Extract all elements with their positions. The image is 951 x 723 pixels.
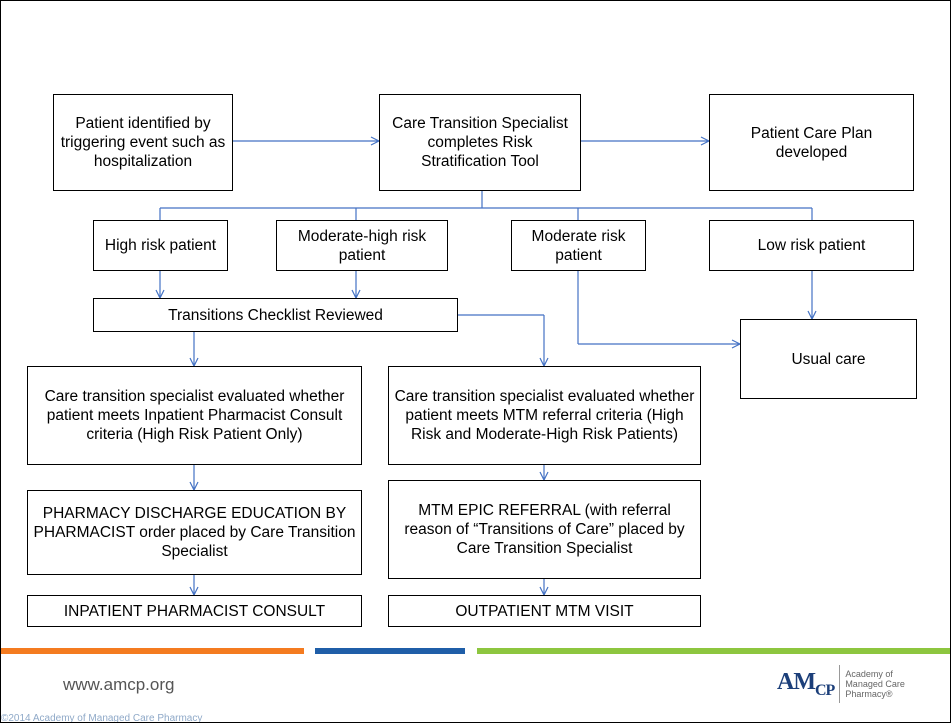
care-plan-box: Patient Care Plan developed (709, 94, 914, 191)
logo-text-line-1: Academy of (845, 669, 893, 679)
moderate-high-risk-box: Moderate-high risk patient (276, 220, 448, 271)
logo-divider (839, 665, 841, 703)
usual-care-box: Usual care (740, 319, 917, 399)
risk-stratification-box: Care Transition Specialist completes Ris… (379, 94, 581, 191)
footer-bar-blue (315, 648, 465, 654)
eval-inpatient-box: Care transition specialist evaluated whe… (27, 366, 362, 465)
logo-mark: AMCP (777, 668, 835, 699)
outpatient-visit-box: OUTPATIENT MTM VISIT (388, 595, 701, 627)
moderate-risk-box: Moderate risk patient (511, 220, 646, 271)
logo-text-line-2: Managed Care (845, 679, 905, 689)
website-url: www.amcp.org (63, 675, 175, 694)
logo-text: Academy of Managed Care Pharmacy® (845, 669, 905, 699)
mtm-referral-box: MTM EPIC REFERRAL (with referral reason … (388, 480, 701, 579)
transitions-checklist-box: Transitions Checklist Reviewed (93, 298, 458, 332)
high-risk-box: High risk patient (93, 220, 228, 271)
inpatient-consult-box: INPATIENT PHARMACIST CONSULT (27, 595, 362, 627)
connector-lines (1, 1, 950, 661)
patient-identified-box: Patient identified by triggering event s… (53, 94, 233, 191)
footer-bar-orange (1, 648, 304, 654)
footer-bar-green (477, 648, 950, 654)
low-risk-box: Low risk patient (709, 220, 914, 271)
copyright-text: ©2014 Academy of Managed Care Pharmacy (1, 713, 203, 723)
logo-text-line-3: Pharmacy® (845, 689, 893, 699)
amcp-logo: AMCP Academy of Managed Care Pharmacy® (777, 665, 905, 703)
discharge-education-box: PHARMACY DISCHARGE EDUCATION BY PHARMACI… (27, 490, 362, 575)
eval-mtm-box: Care transition specialist evaluated whe… (388, 366, 701, 465)
